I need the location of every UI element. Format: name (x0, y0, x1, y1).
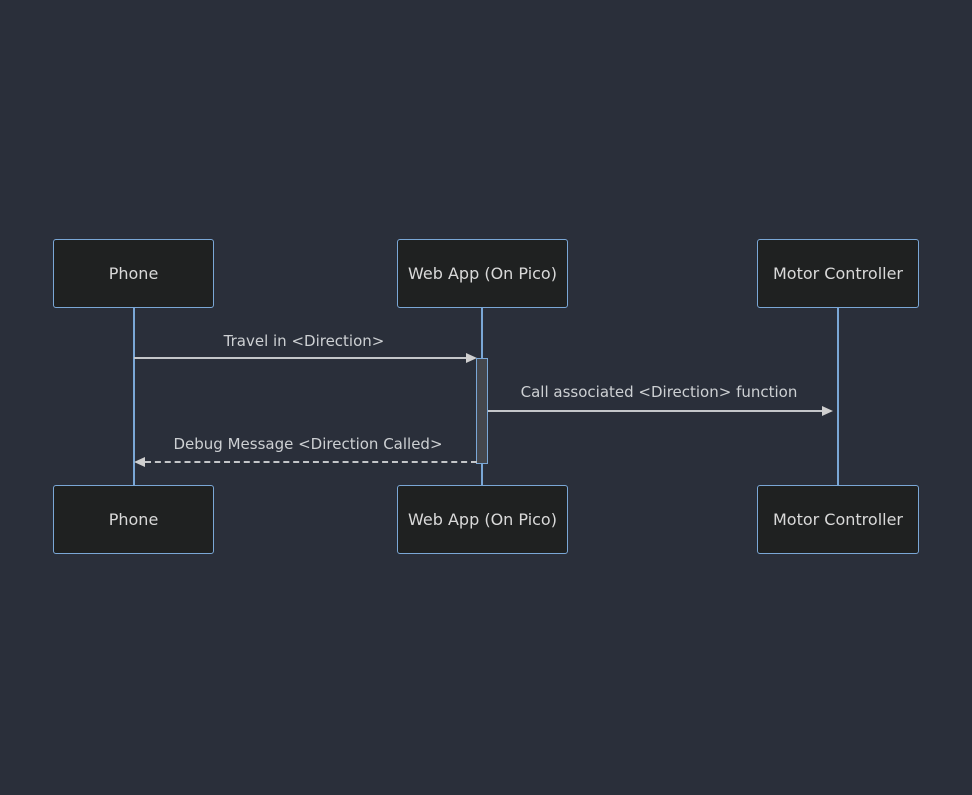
actor-box-phone-top: Phone (53, 239, 214, 308)
lifeline-phone (133, 308, 135, 486)
actor-label-phone: Phone (108, 510, 159, 529)
arrow-right-icon (466, 353, 477, 363)
lifeline-motor-controller (837, 308, 839, 486)
message-label-travel: Travel in <Direction> (223, 332, 385, 350)
message-line-call-function (488, 410, 824, 412)
message-label-debug: Debug Message <Direction Called> (173, 435, 443, 453)
activation-bar-webapp (476, 358, 488, 464)
arrow-left-icon (134, 457, 145, 467)
actor-label-phone: Phone (108, 264, 159, 283)
actor-box-motor-controller-bottom: Motor Controller (757, 485, 919, 554)
actor-label-motor-controller: Motor Controller (772, 510, 904, 529)
actor-box-webapp-top: Web App (On Pico) (397, 239, 568, 308)
message-line-debug-dashed (145, 461, 477, 463)
actor-label-webapp: Web App (On Pico) (408, 510, 557, 529)
message-line-travel (134, 357, 468, 359)
message-label-call-function: Call associated <Direction> function (520, 383, 798, 401)
actor-label-motor-controller: Motor Controller (772, 264, 904, 283)
arrow-right-icon (822, 406, 833, 416)
actor-box-motor-controller-top: Motor Controller (757, 239, 919, 308)
actor-box-webapp-bottom: Web App (On Pico) (397, 485, 568, 554)
actor-box-phone-bottom: Phone (53, 485, 214, 554)
actor-label-webapp: Web App (On Pico) (408, 264, 557, 283)
